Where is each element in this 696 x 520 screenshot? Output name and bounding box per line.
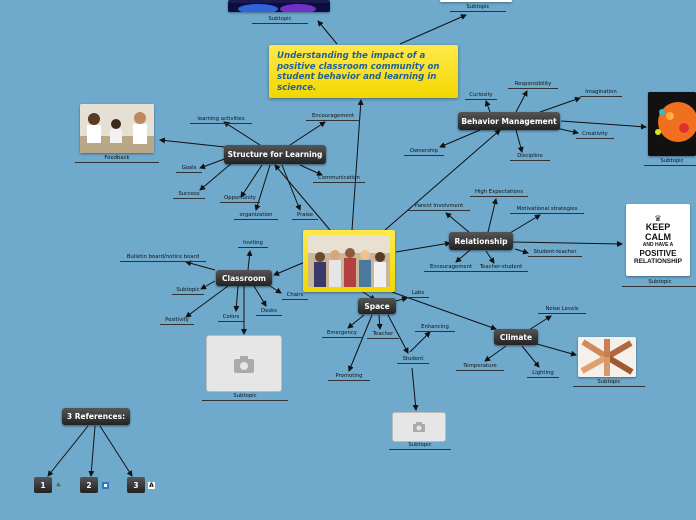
central-topic[interactable]: Understanding the impact of a positive c…: [269, 45, 458, 98]
brain-glow-image: [228, 3, 330, 12]
reference-3-number: 3: [133, 480, 139, 490]
camera-icon: [234, 355, 254, 373]
reference-3[interactable]: 3: [127, 477, 145, 493]
topic-references[interactable]: 3 References:: [62, 408, 130, 425]
subtopic-emergency[interactable]: Emergency: [322, 330, 362, 338]
reference-1[interactable]: 1: [34, 477, 52, 493]
subtopic-learning-activities[interactable]: learning activities: [190, 116, 252, 124]
top-left-image[interactable]: [228, 0, 330, 12]
subtopic-encouragement-relationship[interactable]: Encouragement: [424, 264, 478, 272]
subtopic-chairs[interactable]: Chairs: [282, 292, 308, 300]
topic-climate[interactable]: Climate: [494, 329, 538, 345]
poster-line-1: KEEP: [645, 221, 671, 232]
topic-classroom-label: Classroom: [222, 273, 266, 283]
hands-together-image: [578, 337, 636, 377]
topic-relationship-label: Relationship: [454, 236, 508, 246]
subtopic-teacher-student[interactable]: Teacher-student: [474, 264, 528, 272]
subtopic-classroom-subtopic[interactable]: Subtopic: [172, 287, 204, 295]
space-image-placeholder[interactable]: [392, 412, 446, 442]
topic-structure-for-learning[interactable]: Structure for Learning: [224, 145, 326, 164]
behavior-image[interactable]: [648, 92, 696, 156]
students-photo: [308, 235, 390, 287]
subtopic-curiosity[interactable]: Curiosity: [465, 92, 497, 100]
subtopic-opportunity[interactable]: Opportunity: [220, 195, 260, 203]
poster-line-4: POSITIVE: [639, 248, 677, 258]
reference-1-number: 1: [40, 480, 46, 490]
subtopic-promoting[interactable]: Promoting: [328, 373, 370, 381]
subtopic-praise[interactable]: Praise: [292, 212, 318, 220]
classroom-image-placeholder[interactable]: [206, 335, 282, 392]
subtopic-bulletin-board[interactable]: Bulletin board/notice board: [120, 254, 206, 262]
topic-structure-label: Structure for Learning: [227, 150, 323, 159]
subtopic-teacher[interactable]: Teacher: [367, 331, 399, 339]
subtopic-relationship-image[interactable]: Subtopic: [622, 279, 696, 287]
top-right-image[interactable]: [440, 0, 512, 2]
subtopic-inviting[interactable]: Inviting: [238, 240, 268, 248]
subtopic-creativity[interactable]: Creativity: [576, 131, 614, 139]
subtopic-space-image[interactable]: Subtopic: [389, 442, 451, 450]
linkedin-icon[interactable]: ▪: [102, 482, 109, 489]
subtopic-ownership[interactable]: Ownership: [404, 148, 444, 156]
subtopic-encouragement[interactable]: Encouragement: [306, 113, 360, 121]
subtopic-positivity[interactable]: Positivity: [160, 317, 194, 325]
central-image[interactable]: [303, 230, 395, 292]
topic-classroom[interactable]: Classroom: [216, 270, 272, 286]
font-icon[interactable]: A: [148, 482, 155, 489]
topic-references-label: 3 References:: [66, 412, 126, 421]
topic-relationship[interactable]: Relationship: [449, 232, 513, 250]
subtopic-noise-levels[interactable]: Noise Levels: [538, 306, 586, 314]
topic-climate-label: Climate: [499, 332, 533, 342]
subtopic-parent-involvment[interactable]: Parent Involvment: [408, 203, 470, 211]
subtopic-motivational-strategies[interactable]: Motivational strategies: [510, 206, 584, 214]
subtopic-lighting[interactable]: Lighting: [527, 370, 559, 378]
subtopic-colors[interactable]: Colors: [218, 314, 244, 322]
subtopic-feedback[interactable]: Feedback: [75, 155, 159, 163]
subtopic-discipline[interactable]: Discipline: [510, 153, 550, 161]
central-topic-title: Understanding the impact of a positive c…: [277, 51, 440, 93]
subtopic-temperature[interactable]: Temperature: [456, 363, 504, 371]
topic-space-label: Space: [364, 301, 390, 311]
topic-space[interactable]: Space: [358, 298, 396, 314]
crown-icon: ♛: [654, 213, 662, 223]
topic-behavior-label: Behavior Management: [461, 116, 557, 126]
lab-students-photo: [80, 104, 154, 153]
subtopic-goals[interactable]: Goals: [176, 165, 202, 173]
subtopic-labs[interactable]: Labs: [407, 290, 429, 298]
topic-behavior-management[interactable]: Behavior Management: [458, 112, 560, 130]
climate-image[interactable]: [578, 337, 636, 377]
subtopic-desks[interactable]: Desks: [256, 308, 282, 316]
relationship-poster[interactable]: ♛ KEEP CALM AND HAVE A POSITIVE RELATION…: [626, 204, 690, 276]
feedback-image[interactable]: [80, 104, 154, 153]
subtopic-imagination[interactable]: Imagination: [580, 89, 622, 97]
subtopic-communication[interactable]: Communication: [313, 175, 365, 183]
subtopic-student-teacher[interactable]: Student-teacher: [528, 249, 582, 257]
subtopic-high-expectations[interactable]: High Expectations: [470, 189, 528, 197]
poster-line-2: CALM: [645, 231, 671, 242]
camera-icon: [413, 422, 425, 432]
subtopic-success[interactable]: Success: [173, 191, 205, 199]
subtopic-top-left[interactable]: Subtopic: [252, 16, 308, 24]
subtopic-student[interactable]: Student: [397, 356, 429, 364]
lightbulb-head-image: [648, 92, 696, 156]
subtopic-top-right[interactable]: Subtopic: [450, 4, 506, 12]
reference-2-number: 2: [86, 480, 92, 490]
reference-2[interactable]: 2: [80, 477, 98, 493]
subtopic-responsibility[interactable]: Responsibility: [508, 81, 558, 89]
poster-line-3: AND HAVE A: [642, 241, 674, 248]
subtopic-behavior-image[interactable]: Subtopic: [644, 158, 696, 166]
subtopic-organization[interactable]: organization: [234, 212, 278, 220]
subtopic-enhancing[interactable]: Enhancing: [415, 324, 455, 332]
subtopic-classroom-image[interactable]: Subtopic: [202, 393, 288, 401]
tree-icon[interactable]: ♣: [55, 482, 62, 489]
subtopic-climate-image[interactable]: Subtopic: [573, 379, 645, 387]
poster-line-5: RELATIONSHIP: [634, 257, 682, 265]
